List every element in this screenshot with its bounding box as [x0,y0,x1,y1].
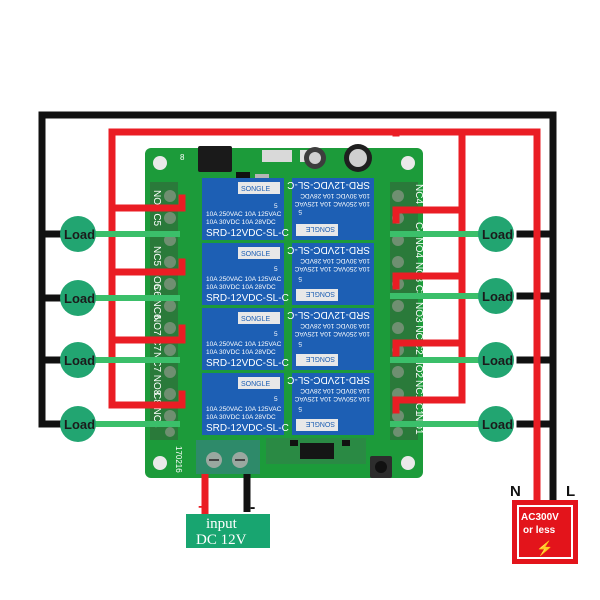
relay-7-rating-1: 10A 250VAC 10A 125VAC [294,330,370,337]
load-label: Load [482,289,513,304]
left-pin-label-6: C8 NC8 [151,392,162,428]
load-left-2: Load [60,280,96,316]
relay-5-model: SRD-12VDC-SL-C [287,179,370,190]
relay-8-rating-1: 10A 250VAC 10A 125VAC [294,395,370,402]
dc-input-line-1: input [206,516,238,532]
loads: Load Load Load Load Load Load Load Load [60,216,514,442]
left-pin-label-2: NC5 NO6 [151,246,162,290]
relay-7-pins: 5 [298,340,302,347]
relay-5-pins: 5 [298,208,302,215]
relay-2-model: SRD-12VDC-SL-C [206,293,289,304]
right-pin-label-2: C4 NO4 [413,222,424,259]
right-pin-label-3: NC3 C3 [413,262,424,298]
load-right-1: Load [478,216,514,252]
load-left-1: Load [60,216,96,252]
load-label: Load [64,291,95,306]
load-label: Load [482,353,513,368]
relay-4-pins: 5 [274,396,278,403]
relay-2-pins: 5 [274,266,278,273]
right-pin-label-1: NC4 [413,184,424,204]
load-label: Load [64,353,95,368]
relay-2-brand: SONGLE [241,251,271,258]
relay-1-model: SRD-12VDC-SL-C [206,228,289,239]
relay-5-brand: SONGLE [305,225,335,232]
relay-3-pins: 5 [274,331,278,338]
dc-input-line-2: DC 12V [196,532,247,548]
ac-line-2: or less [523,525,556,536]
load-right-3: Load [478,342,514,378]
lightning-icon: ⚡ [536,540,553,557]
load-right-4: Load [478,406,514,442]
relay-8-rating-2: 10A 30VDC 10A 28VDC [300,387,370,394]
relay-4-model: SRD-12VDC-SL-C [206,423,289,434]
relay-6-brand: SONGLE [305,290,335,297]
relay-2-rating-1: 10A 250VAC 10A 125VAC [206,276,282,283]
relay-7-rating-2: 10A 30VDC 10A 28VDC [300,322,370,329]
ac-line-1: AC300V [521,512,559,523]
dc-minus-label: - [250,499,255,516]
load-left-3: Load [60,342,96,378]
load-right-2: Load [478,278,514,314]
relay-8: SONGLE 10A 250VAC 10A 125VAC 10A 30VDC 1… [287,373,374,435]
load-label: Load [64,227,95,242]
left-pin-label-3: C6 NC6 [151,284,162,320]
relay-1-rating-1: 10A 250VAC 10A 125VAC [206,211,282,218]
relay-5-rating-2: 10A 30VDC 10A 28VDC [300,192,370,199]
relay-1-rating-2: 10A 30VDC 10A 28VDC [206,219,276,226]
relay-7: SONGLE 10A 250VAC 10A 125VAC 10A 30VDC 1… [287,308,374,370]
load-left-4: Load [60,406,96,442]
relay-5-rating-1: 10A 250VAC 10A 125VAC [294,200,370,207]
relay-6-rating-1: 10A 250VAC 10A 125VAC [294,265,370,272]
relay-7-brand: SONGLE [305,355,335,362]
relay-2-rating-2: 10A 30VDC 10A 28VDC [206,284,276,291]
relay-6: SONGLE 10A 250VAC 10A 125VAC 10A 30VDC 1… [287,243,374,305]
left-pin-label-4: NO7 C7 [151,315,162,352]
board-corner-mark: 8 [180,153,185,162]
relay-1: SONGLE 10A 250VAC 10A 125VAC 10A 30VDC 1… [202,178,289,240]
right-pin-label-4: NO3 NC2 [413,302,424,346]
relay-4-rating-2: 10A 30VDC 10A 28VDC [206,414,276,421]
neutral-label: N [510,483,521,500]
relay-6-model: SRD-12VDC-SL-C [287,244,370,255]
board-date-code: 170216 [174,446,183,473]
relay-3-model: SRD-12VDC-SL-C [206,358,289,369]
relay-3-rating-1: 10A 250VAC 10A 125VAC [206,341,282,348]
relay-8-model: SRD-12VDC-SL-C [287,374,370,385]
live-label: L [566,483,575,500]
relay-5: SONGLE 10A 250VAC 10A 125VAC 10A 30VDC 1… [287,178,374,240]
dc-terminal-block [196,440,260,474]
load-label: Load [482,417,513,432]
left-pin-label-5: NC7 NO8 [151,352,162,396]
relay-7-model: SRD-12VDC-SL-C [287,309,370,320]
relay-2: SONGLE 10A 250VAC 10A 125VAC 10A 30VDC 1… [202,243,289,305]
relay-4: SONGLE 10A 250VAC 10A 125VAC 10A 30VDC 1… [202,373,289,435]
ac-source-box: AC300V or less ⚡ [512,500,578,564]
rf-module [198,146,232,172]
load-label: Load [482,227,513,242]
relay-3-brand: SONGLE [241,316,271,323]
dc-input-box: input DC 12V [186,514,270,548]
relay-4-brand: SONGLE [241,381,271,388]
ic-chip [300,443,334,459]
relay-4-rating-1: 10A 250VAC 10A 125VAC [206,406,282,413]
relay-6-rating-2: 10A 30VDC 10A 28VDC [300,257,370,264]
relay-1-brand: SONGLE [241,186,271,193]
live-wires [108,128,541,516]
relay-8-pins: 5 [298,405,302,412]
dc-plus-label: + [198,499,207,516]
relay-6-pins: 5 [298,275,302,282]
relay-8-brand: SONGLE [305,420,335,427]
relay-3: SONGLE 10A 250VAC 10A 125VAC 10A 30VDC 1… [202,308,289,370]
relay-3-rating-2: 10A 30VDC 10A 28VDC [206,349,276,356]
relay-1-pins: 5 [274,203,278,210]
load-label: Load [64,417,95,432]
relays: SONGLE 10A 250VAC 10A 125VAC 10A 30VDC 1… [202,178,374,435]
